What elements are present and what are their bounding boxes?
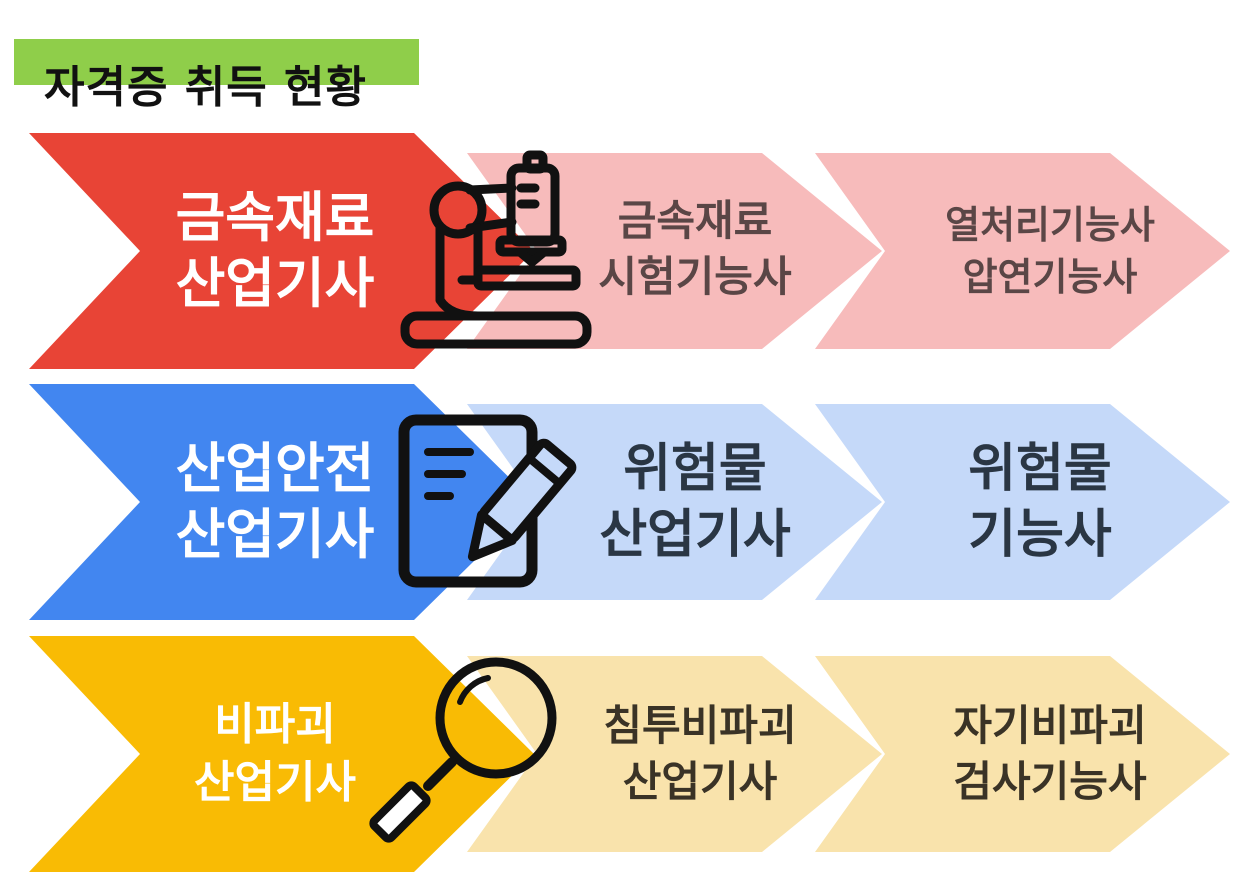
row1-sub2-chevron (815, 153, 1230, 349)
magnifier-icon (369, 657, 557, 843)
row3-main-label: 비파괴 산업기사 (194, 699, 356, 808)
document-pencil-icon (398, 414, 577, 588)
microscope-icon (400, 150, 592, 349)
row1-sub2-label: 열처리기능사 압연기능사 (945, 203, 1155, 299)
page-title: 자격증 취득 현황 (44, 62, 367, 113)
row3-sub1-chevron (467, 656, 882, 852)
row2-sub1-label: 위험물 산업기사 (599, 439, 791, 565)
row3-sub2-label: 자기비파괴 검사기능사 (953, 701, 1147, 806)
row3-sub1-label: 침투비파괴 산업기사 (603, 701, 797, 806)
row2-main-label: 산업안전 산업기사 (175, 437, 375, 566)
row1-sub1-label: 금속재료 시험기능사 (598, 196, 792, 301)
row1-main-chevron (29, 133, 534, 369)
row3-sub2-chevron (815, 656, 1230, 852)
row2-sub2-chevron (815, 404, 1230, 600)
row2-sub1-chevron (467, 404, 882, 600)
row1-main-label: 금속재료 산업기사 (175, 186, 375, 315)
row1-sub1-chevron (467, 153, 882, 349)
row2-sub2-label: 위험물 기능사 (968, 439, 1112, 565)
title-banner: 자격증 취득 현황 (14, 39, 419, 113)
